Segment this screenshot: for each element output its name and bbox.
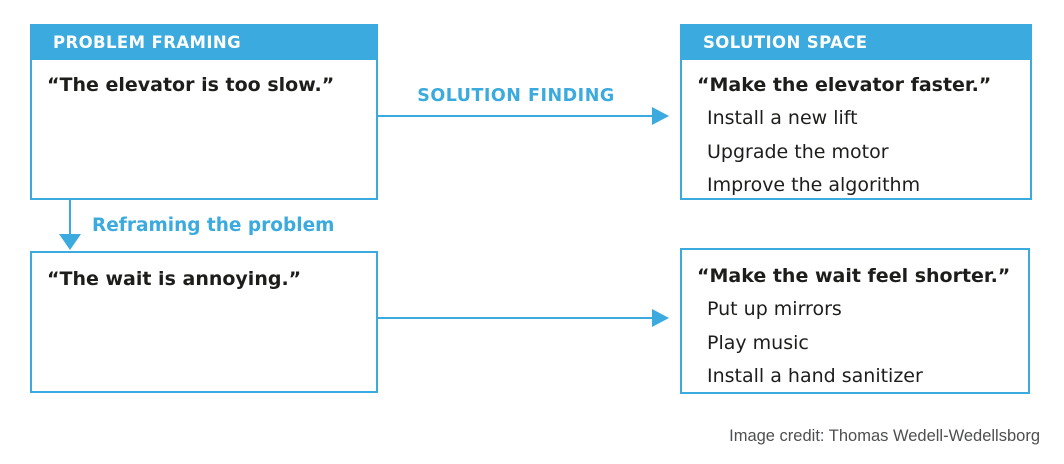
solution-finding-arrowhead-icon <box>652 107 669 125</box>
reframed-problem-box: “The wait is annoying.” <box>30 251 378 393</box>
reframed-solution-space-box: “Make the wait feel shorter.” Put up mir… <box>680 248 1030 394</box>
reframed-solution-item: Play music <box>707 331 809 354</box>
reframed-solution-quote: “Make the wait feel shorter.” <box>697 265 1011 287</box>
solution-item: Improve the algorithm <box>707 174 921 196</box>
solution-finding-arrow-line <box>378 115 653 117</box>
solution-space-header: SOLUTION SPACE <box>682 26 1030 60</box>
problem-framing-header: PROBLEM FRAMING <box>32 26 376 60</box>
solution-space-box: SOLUTION SPACE “Make the elevator faster… <box>680 24 1032 200</box>
image-credit: Image credit: Thomas Wedell-Wedellsborg <box>729 427 1040 445</box>
problem-framing-box: PROBLEM FRAMING “The elevator is too slo… <box>30 24 378 200</box>
reframed-solution-arrowhead-icon <box>652 309 669 327</box>
solution-finding-label: SOLUTION FINDING <box>417 86 615 106</box>
solution-item: Upgrade the motor <box>707 140 889 163</box>
reframed-solution-item: Install a hand sanitizer <box>707 365 923 387</box>
problem-quote: “The elevator is too slow.” <box>47 74 335 96</box>
reframed-solution-item: Put up mirrors <box>707 298 842 320</box>
reframed-solution-arrow-line <box>378 317 653 319</box>
reframed-problem-quote: “The wait is annoying.” <box>47 268 302 290</box>
solution-quote: “Make the elevator faster.” <box>697 74 992 96</box>
reframing-arrowhead-icon <box>59 234 81 250</box>
reframing-arrow-line <box>69 200 71 236</box>
reframing-label: Reframing the problem <box>92 215 335 236</box>
solution-item: Install a new lift <box>707 107 858 129</box>
